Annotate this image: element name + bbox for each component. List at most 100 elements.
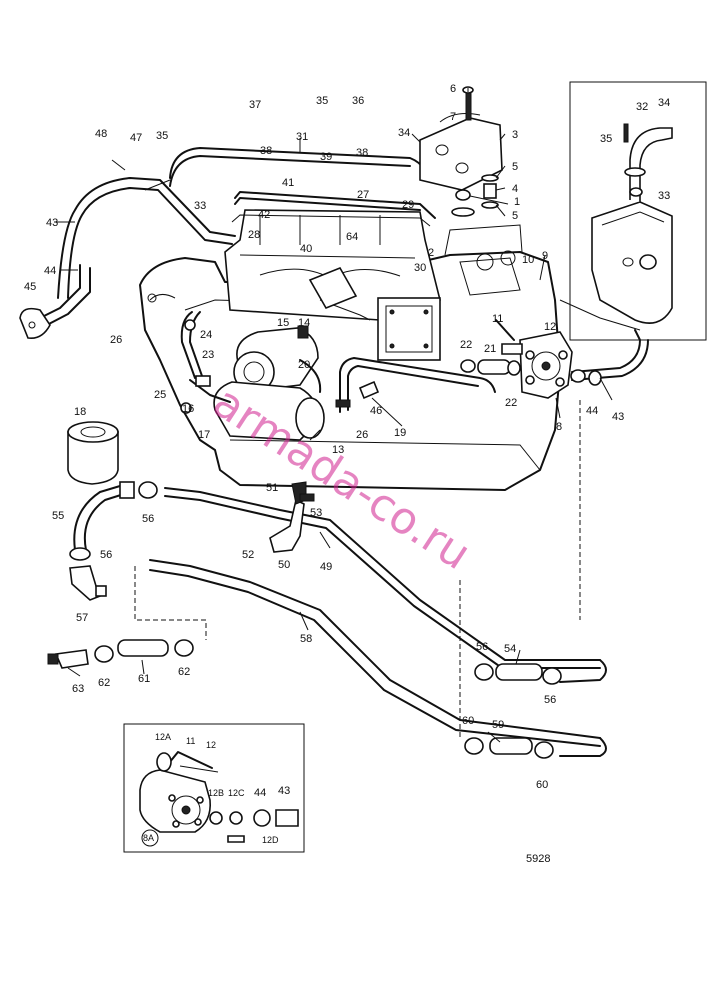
callout-44a: 44	[44, 265, 56, 277]
callout-33b: 33	[658, 190, 670, 202]
callout-22b: 22	[505, 397, 517, 409]
callout-9: 9	[542, 250, 548, 262]
callout-24: 24	[200, 329, 212, 341]
inset-label-12b: 12B	[208, 788, 224, 798]
callout-17: 17	[198, 429, 210, 441]
callout-44b: 44	[586, 405, 598, 417]
callout-13: 13	[332, 444, 344, 456]
callout-54: 54	[504, 643, 516, 655]
callout-31: 31	[296, 131, 308, 143]
callout-8: 8	[556, 421, 562, 433]
callout-25: 25	[154, 389, 166, 401]
callout-23: 23	[202, 349, 214, 361]
diagram-code: 5928	[526, 853, 550, 865]
hose-59	[464, 737, 554, 759]
callout-4: 4	[512, 183, 518, 195]
callout-26a: 26	[110, 334, 122, 346]
engine-block	[139, 224, 641, 491]
callout-62b: 62	[178, 666, 190, 678]
callout-56d: 56	[544, 694, 556, 706]
callout-35c: 35	[600, 133, 612, 145]
callout-28: 28	[248, 229, 260, 241]
callout-3: 3	[512, 129, 518, 141]
dashed-leaders	[134, 400, 581, 740]
callout-56c: 56	[476, 641, 488, 653]
callout-15: 15	[277, 317, 289, 329]
callout-34b: 34	[658, 97, 670, 109]
callout-63: 63	[72, 683, 84, 695]
callout-6: 6	[450, 83, 456, 95]
callout-37: 37	[249, 99, 261, 111]
callout-45: 45	[24, 281, 36, 293]
hoses-lower	[69, 481, 607, 683]
callout-12: 12	[544, 321, 556, 333]
inset-label-12d: 12D	[262, 835, 279, 845]
callout-11: 11	[492, 313, 503, 325]
callout-43b: 43	[612, 411, 624, 423]
inset-label-12a: 12A	[155, 732, 171, 742]
callout-14: 14	[298, 317, 310, 329]
callout-52: 52	[242, 549, 254, 561]
thermostat-housing	[419, 86, 503, 217]
callout-32: 32	[636, 101, 648, 113]
callout-19: 19	[394, 427, 406, 439]
callout-56a: 56	[142, 513, 154, 525]
pipe-19	[335, 357, 496, 413]
callout-21: 21	[484, 343, 496, 355]
callout-49: 49	[320, 561, 332, 573]
callout-34a: 34	[398, 127, 410, 139]
callout-60b: 60	[536, 779, 548, 791]
pipe-58	[149, 559, 607, 757]
inset-label-43: 43	[278, 785, 290, 797]
callout-22a: 22	[460, 339, 472, 351]
callout-40: 40	[300, 243, 312, 255]
pipes-upper	[19, 147, 436, 340]
inset-label-8a: 8A	[143, 833, 154, 843]
callout-60a: 60	[462, 715, 474, 727]
callout-59: 59	[492, 719, 504, 731]
callout-16: 16	[182, 403, 194, 415]
inset-labels: 12A 11 12 12B 12C 44 43 12D 8A	[141, 732, 290, 847]
callout-labels: 1 2 3 4 5 5 6 7 8 9 10 11 12 13 14 15 16…	[24, 83, 670, 791]
callout-62a: 62	[98, 677, 110, 689]
callout-29: 29	[402, 199, 414, 211]
callout-61: 61	[138, 673, 150, 685]
hose-21	[460, 359, 521, 376]
callout-51: 51	[266, 482, 278, 494]
callout-7: 7	[450, 111, 456, 123]
callout-35b: 35	[316, 95, 328, 107]
manifold	[224, 209, 441, 361]
callout-27: 27	[357, 189, 369, 201]
callout-57: 57	[76, 612, 88, 624]
callout-64: 64	[346, 231, 358, 243]
bracket-50	[269, 481, 315, 553]
callout-48: 48	[95, 128, 107, 140]
callout-41: 41	[282, 177, 294, 189]
callout-50: 50	[278, 559, 290, 571]
callout-1: 1	[514, 196, 520, 208]
callout-30: 30	[414, 262, 426, 274]
callout-10: 10	[522, 254, 534, 266]
callout-26b: 26	[356, 429, 368, 441]
callout-33a: 33	[194, 200, 206, 212]
inset-top-right	[569, 81, 707, 341]
callout-38b: 38	[356, 147, 368, 159]
callout-2: 2	[428, 247, 434, 259]
callout-55: 55	[52, 510, 64, 522]
water-pump	[495, 319, 602, 399]
callout-5b: 5	[512, 210, 518, 222]
inset-label-11: 11	[186, 736, 195, 746]
callout-42: 42	[258, 209, 270, 221]
cooler	[180, 311, 325, 441]
callout-39: 39	[320, 151, 332, 163]
callout-18: 18	[74, 406, 86, 418]
hose-54	[474, 663, 562, 685]
callout-56b: 56	[100, 549, 112, 561]
callout-46: 46	[370, 405, 382, 417]
callout-20: 20	[298, 359, 310, 371]
callout-58: 58	[300, 633, 312, 645]
callout-36: 36	[352, 95, 364, 107]
callout-35a: 35	[156, 130, 168, 142]
callout-5a: 5	[512, 161, 518, 173]
